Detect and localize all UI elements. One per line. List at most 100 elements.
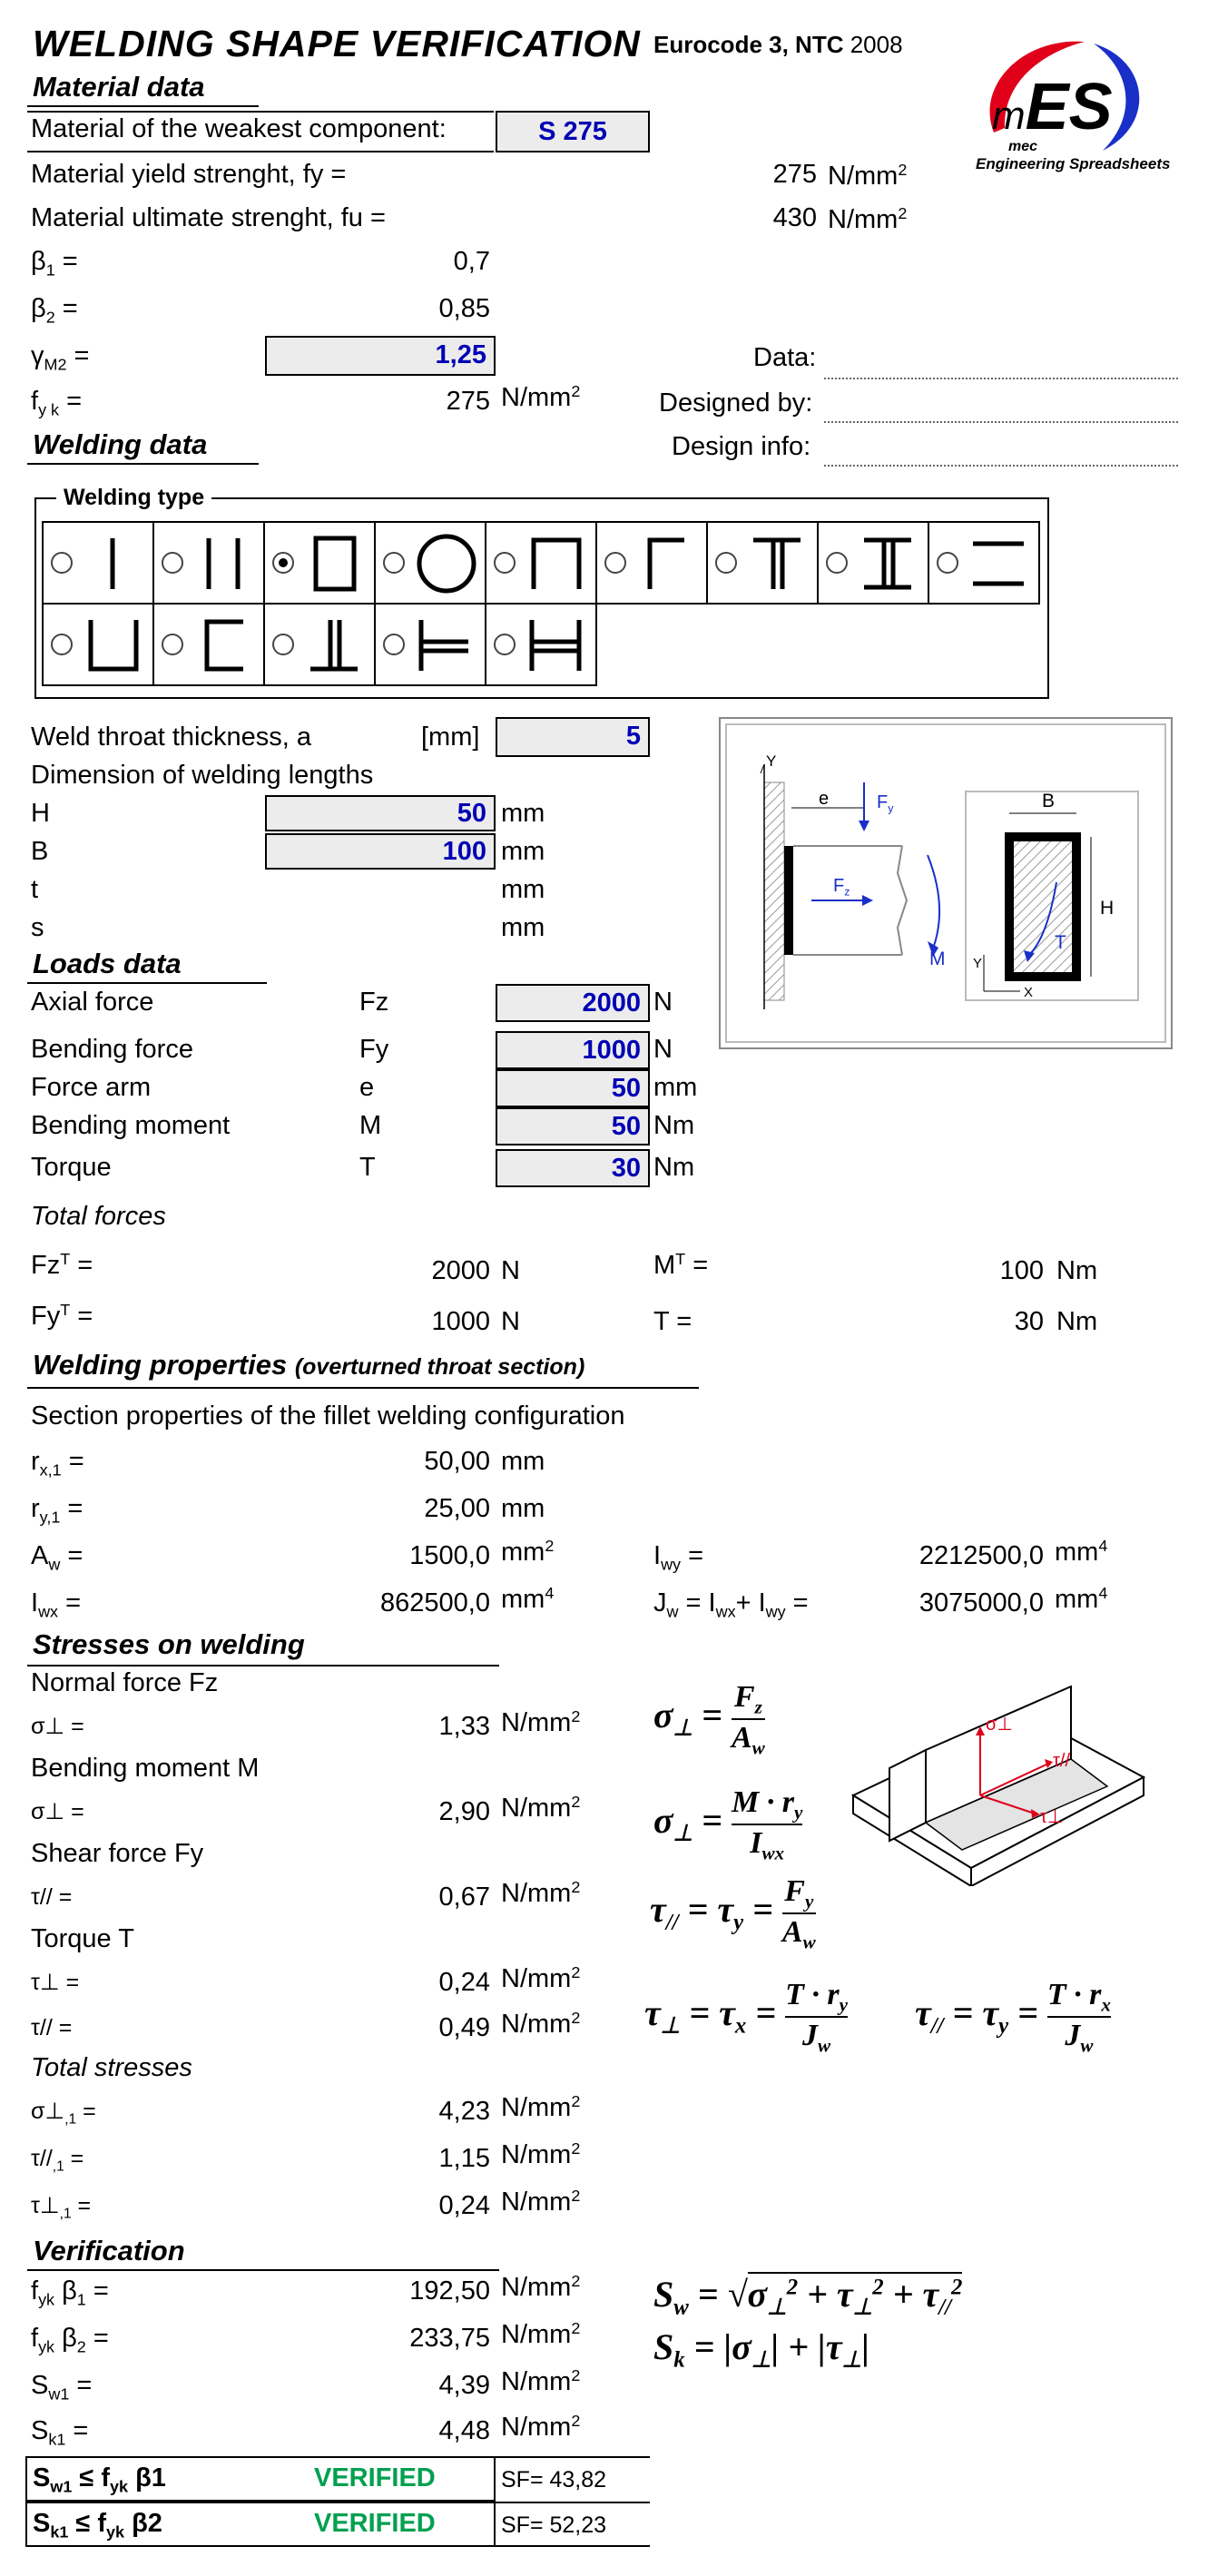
check2-label: Sk1 ≤ fyk β2 [33,2511,162,2541]
welding-type-option[interactable] [374,603,486,686]
welding-type-option[interactable] [263,603,376,686]
welding-type-radio[interactable] [383,552,405,574]
design-info-field[interactable] [824,465,1178,467]
fb1-unit-sup: 2 [571,2272,581,2290]
ry-eq: = [60,1494,83,1523]
welding-type-radio[interactable] [383,634,405,655]
load-input[interactable]: 50 [496,1069,650,1107]
welding-type-option[interactable] [706,521,819,605]
t1par-unit: N/mm2 [501,2140,580,2168]
throat-unit: [mm] [421,723,480,752]
load-unit: N [653,1035,673,1064]
welding-type-radio[interactable] [937,552,958,574]
section-underline [27,982,267,984]
Iwy-eq: = [681,1541,704,1570]
normal-force-label: Normal force Fz [31,1668,219,1697]
load-input[interactable]: 1000 [496,1031,650,1069]
s1-unit-sup: 2 [571,2092,581,2110]
sk-unit-sup: 2 [571,2412,581,2430]
welding-type-radio[interactable] [51,552,73,574]
page-title: WELDING SHAPE VERIFICATION [33,23,641,64]
Iwx-value: 862500,0 [380,1588,490,1617]
ry-label: ry,1 = [31,1494,83,1526]
load-input[interactable]: 2000 [496,984,650,1022]
total-stresses-label: Total stresses [31,2053,192,2082]
welding-type-option[interactable] [152,521,265,605]
t1perp-unit-text: N/mm [501,2187,572,2217]
load-input[interactable]: 50 [496,1107,650,1145]
fyk-label: fy k = [31,388,82,418]
sk-sub: k1 [48,2430,66,2449]
svg-text:τ⊥: τ⊥ [1040,1807,1063,1827]
throat-input[interactable]: 5 [496,717,650,757]
Jw-label: Jw = Iwx+ Iwy = [653,1590,809,1620]
Iwy-unit-text: mm [1055,1537,1099,1567]
welding-type-option[interactable] [595,521,708,605]
H-input[interactable]: 50 [265,795,496,831]
welding-type-radio[interactable] [715,552,737,574]
fy-unit-text: N/mm [828,161,899,191]
fb1-value: 192,50 [409,2276,490,2306]
ts-unit-text: N/mm [501,1878,572,1908]
data-field[interactable] [824,378,1178,379]
s1-sub: ,1 [64,2111,77,2128]
welding-type-radio[interactable] [604,552,626,574]
Aw-unit: mm2 [501,1538,554,1566]
welding-type-radio[interactable] [162,552,183,574]
FzT-symbol: Fz [31,1250,61,1280]
FzT-eq: = [70,1250,93,1280]
load-scheme-diagram: Y e Fy Fz M B H T Y X [719,717,1173,1049]
Iwx-sub: wx [38,1602,59,1621]
welding-type-option[interactable] [817,521,929,605]
s1-symbol: σ⊥ [31,2099,65,2124]
fu-unit-sup: 2 [898,204,908,222]
load-input[interactable]: 30 [496,1149,650,1187]
bending-moment-label: Bending moment M [31,1754,260,1783]
diagram-Y2-label: Y [973,956,983,971]
section-underline [27,2269,499,2271]
welding-type-option[interactable] [263,521,376,605]
weld-shape-icon [313,536,357,592]
material-select[interactable]: S 275 [496,111,650,152]
tp-unit-sup: 2 [571,1963,581,1981]
welding-type-radio[interactable] [272,552,294,574]
sb-unit-text: N/mm [501,1793,572,1823]
fy-unit-sup: 2 [898,161,908,179]
designed-by-field[interactable] [824,421,1178,423]
sn-value: 1,33 [438,1712,490,1741]
welding-type-radio[interactable] [51,634,73,655]
company-logo: mES mec Engineering Spreadsheets [967,33,1170,187]
welding-type-radio[interactable] [272,634,294,655]
MT-unit: Nm [1056,1256,1098,1285]
fb2-unit-text: N/mm [501,2319,572,2349]
rx-symbol: r [31,1447,40,1476]
welding-type-option[interactable] [485,603,597,686]
welding-type-radio[interactable] [494,634,516,655]
formula-sw: Sw = √σ⊥2 + τ⊥2 + τ//2 [653,2272,963,2320]
B-input[interactable]: 100 [265,833,496,870]
fb2-label: fyk β2 = [31,2325,109,2355]
welding-type-option[interactable] [374,521,486,605]
welding-type-option[interactable] [928,521,1040,605]
welding-type-radio[interactable] [494,552,516,574]
MT-eq: = [685,1250,709,1280]
FyT-symbol: Fy [31,1301,61,1331]
load-symbol: Fz [359,988,389,1017]
welding-type-option[interactable] [485,521,597,605]
T-label: T = [653,1307,692,1336]
welding-type-option[interactable] [42,603,154,686]
s1-value: 4,23 [438,2097,490,2126]
ry-value: 25,00 [424,1494,490,1523]
welding-type-option[interactable] [152,603,265,686]
FzT-value: 2000 [431,1256,490,1285]
gamma-input[interactable]: 1,25 [265,336,496,376]
logo-small-text: mec [1008,139,1038,154]
welding-type-radio[interactable] [826,552,848,574]
sw-unit: N/mm2 [501,2367,580,2395]
tp-unit: N/mm2 [501,1964,580,1992]
MT-sup: T [675,1250,686,1268]
fu-value: 430 [772,203,817,232]
welding-type-option[interactable] [42,521,154,605]
t1par-unit-sup: 2 [571,2139,581,2158]
welding-type-radio[interactable] [162,634,183,655]
